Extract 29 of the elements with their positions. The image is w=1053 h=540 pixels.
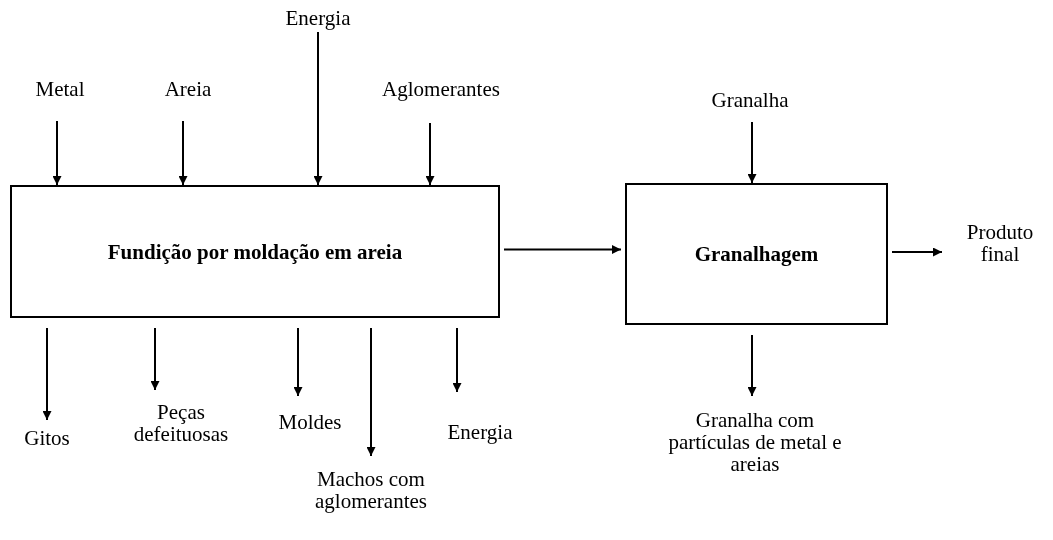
arrow [891,247,943,257]
arrow [452,327,462,393]
flow-label: Peças defeituosas [132,401,230,445]
process-label: Granalhagem [694,243,819,265]
arrow [293,327,303,397]
arrow [313,31,323,186]
arrow [42,327,52,421]
arrow [178,120,188,186]
flow-label: Energia [285,7,351,29]
flow-label: Produto final [965,221,1035,265]
arrow [150,327,160,391]
flow-label: Areia [164,78,212,100]
flow-label: Granalha com partículas de metal e areias [667,409,843,475]
arrow [52,120,62,186]
arrow [747,334,757,397]
flow-label: Aglomerantes [382,78,500,100]
arrow [503,245,622,254]
flow-label: Machos com aglomerantes [314,468,428,512]
flow-label: Moldes [278,411,342,433]
flow-label: Metal [35,78,85,100]
process-label: Fundição por moldação em areia [107,240,403,263]
flow-label: Gitos [24,427,70,449]
process-box [10,185,500,318]
flow-label: Granalha [711,89,789,111]
flow-label: Energia [447,421,513,443]
arrow [425,122,435,186]
arrow [366,327,376,457]
arrow [747,121,757,184]
process-box [625,183,888,325]
